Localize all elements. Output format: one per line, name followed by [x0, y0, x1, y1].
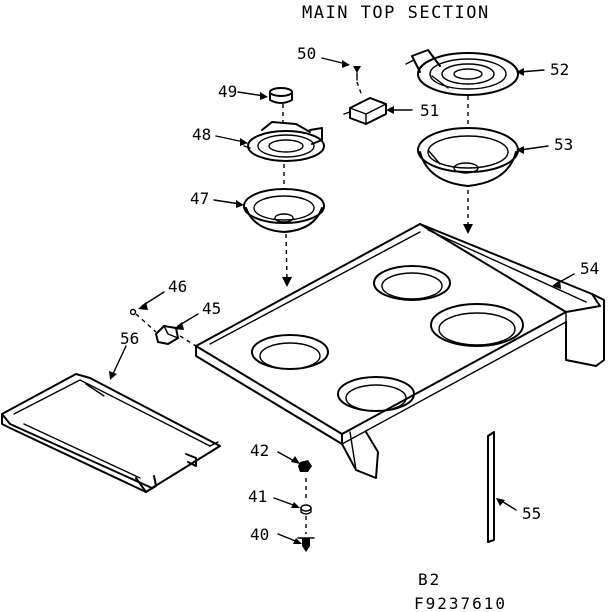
- cap-49: [269, 87, 293, 104]
- small-surface-element: [243, 121, 325, 162]
- callout-47: 47: [190, 189, 209, 208]
- washer-41: [300, 504, 312, 515]
- callout-45: 45: [202, 299, 221, 318]
- callout-46: 46: [168, 277, 187, 296]
- screw-50: [353, 66, 361, 81]
- drawing-code-line2: F9237610: [414, 594, 507, 612]
- callout-40: 40: [250, 525, 269, 544]
- leader-47-54: [285, 233, 288, 281]
- callout-54: 54: [580, 259, 599, 278]
- leader-50-51: [356, 81, 363, 97]
- callout-50: 50: [297, 44, 316, 63]
- screw-40: [297, 537, 315, 552]
- diagram-title: MAIN TOP SECTION: [302, 3, 490, 23]
- leg-55: [487, 431, 495, 543]
- door-panel: [1, 373, 221, 493]
- large-drip-pan: [417, 127, 519, 187]
- drawing-code-line1: B2: [418, 570, 441, 589]
- main-top-panel: [195, 223, 605, 479]
- small-drip-pan: [243, 188, 325, 233]
- callout-48: 48: [192, 125, 211, 144]
- leader-45-54: [179, 335, 197, 347]
- callout-42: 42: [250, 441, 269, 460]
- large-surface-element: [405, 49, 519, 96]
- hinge-clip: [155, 325, 179, 345]
- screw-46: [129, 308, 137, 316]
- callout-55: 55: [522, 504, 541, 523]
- terminal-block: [343, 97, 387, 125]
- arrow-down-53: [463, 224, 473, 234]
- callout-53: 53: [554, 135, 573, 154]
- callout-51: 51: [420, 101, 439, 120]
- callout-41: 41: [248, 487, 267, 506]
- callout-leaders: [109, 57, 575, 544]
- callout-56: 56: [120, 329, 139, 348]
- callout-49: 49: [218, 82, 237, 101]
- callout-52: 52: [550, 60, 569, 79]
- nut-42: [298, 460, 312, 472]
- arrow-down-47: [282, 277, 292, 287]
